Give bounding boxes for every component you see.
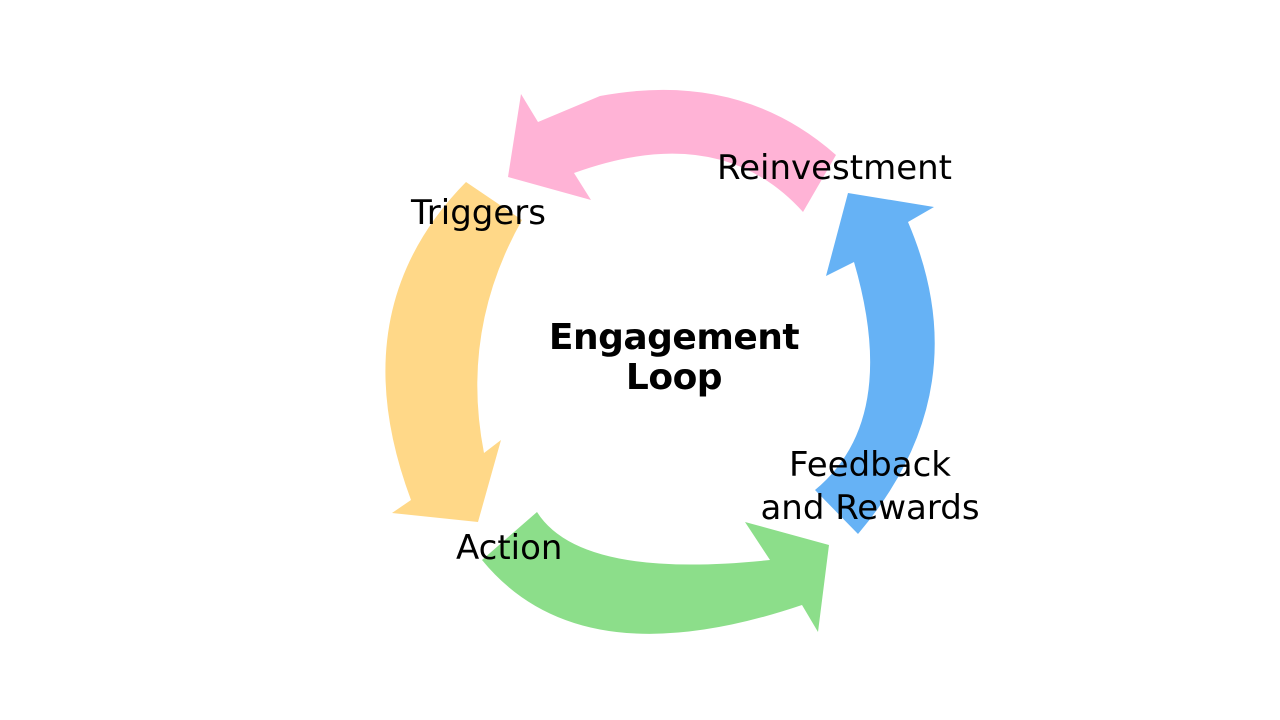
feedback-and-rewards-label: Feedback and Rewards <box>760 445 980 528</box>
reinvestment-arrow <box>508 89 836 212</box>
triggers-arrow <box>385 182 522 522</box>
action-arrow <box>482 512 829 634</box>
reinvestment-label: Reinvestment <box>717 148 953 188</box>
action-label: Action <box>456 528 563 568</box>
triggers-label: Triggers <box>411 193 546 233</box>
feedback-arrow <box>815 193 935 534</box>
